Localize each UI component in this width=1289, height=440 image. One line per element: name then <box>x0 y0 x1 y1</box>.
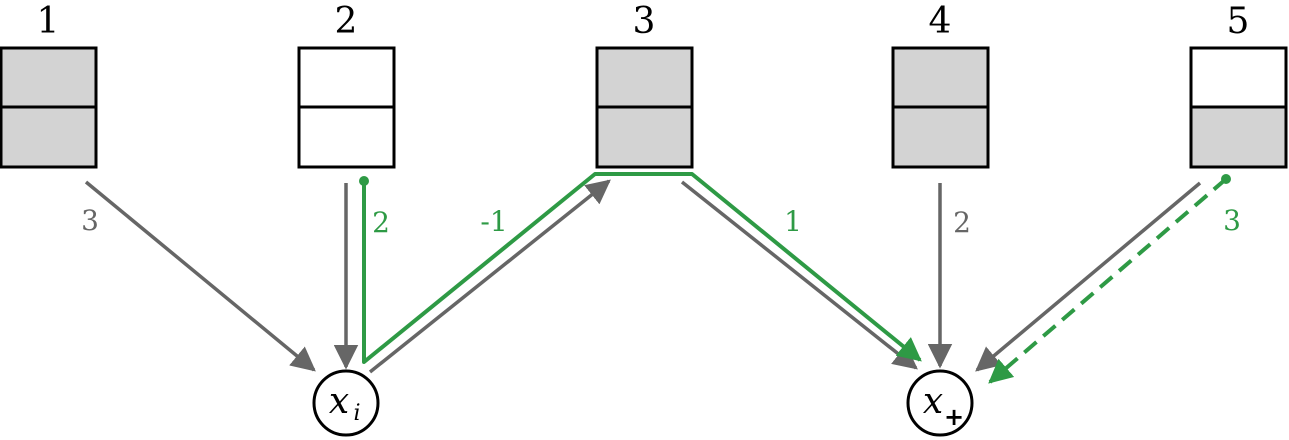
box-2-top <box>297 46 396 109</box>
edge-xi-to-box3 <box>368 179 611 374</box>
box-1-bottom <box>0 105 98 169</box>
box-1-label: 1 <box>37 1 60 42</box>
weight-box2-xi: 2 <box>372 206 390 239</box>
box-1: 1 <box>0 1 98 169</box>
edge-box3-to-xplus <box>680 180 918 370</box>
node-xi: x i <box>312 369 380 437</box>
weight-box1-xi: 3 <box>81 204 99 237</box>
edge-box5-to-xplus <box>975 181 1202 372</box>
node-xi-base: x <box>329 381 349 422</box>
node-xplus: x + <box>906 369 974 437</box>
box-5: 5 <box>1189 1 1288 169</box>
box-2-label: 2 <box>335 1 358 42</box>
dashed-edge-box5-to-xplus <box>988 177 1228 384</box>
box-4-top <box>891 46 990 109</box>
highlighted-path <box>362 172 922 364</box>
weight-xi-box3: -1 <box>480 205 507 238</box>
box-3-bottom <box>595 105 694 169</box>
box-4-bottom <box>891 105 990 169</box>
box-5-bottom <box>1189 105 1288 169</box>
box-1-top <box>0 46 98 109</box>
node-xplus-sub: + <box>944 403 964 431</box>
edge-box1-to-xi <box>84 180 316 372</box>
box-2: 2 <box>297 1 396 169</box>
node-xi-sub: i <box>353 401 360 426</box>
box-4-label: 4 <box>929 1 952 42</box>
box-3-label: 3 <box>633 1 656 42</box>
box-2-bottom <box>297 105 396 169</box>
node-xplus-base: x <box>923 381 943 422</box>
box-5-label: 5 <box>1227 1 1250 42</box>
box-3-top <box>595 46 694 109</box>
weight-box5-xplus: 3 <box>1223 204 1241 237</box>
box-4: 4 <box>891 1 990 169</box>
box-5-top <box>1189 46 1288 109</box>
weight-box4-xplus: 2 <box>953 206 971 239</box>
weight-box3-xplus: 1 <box>784 205 802 238</box>
box-3: 3 <box>595 1 694 169</box>
